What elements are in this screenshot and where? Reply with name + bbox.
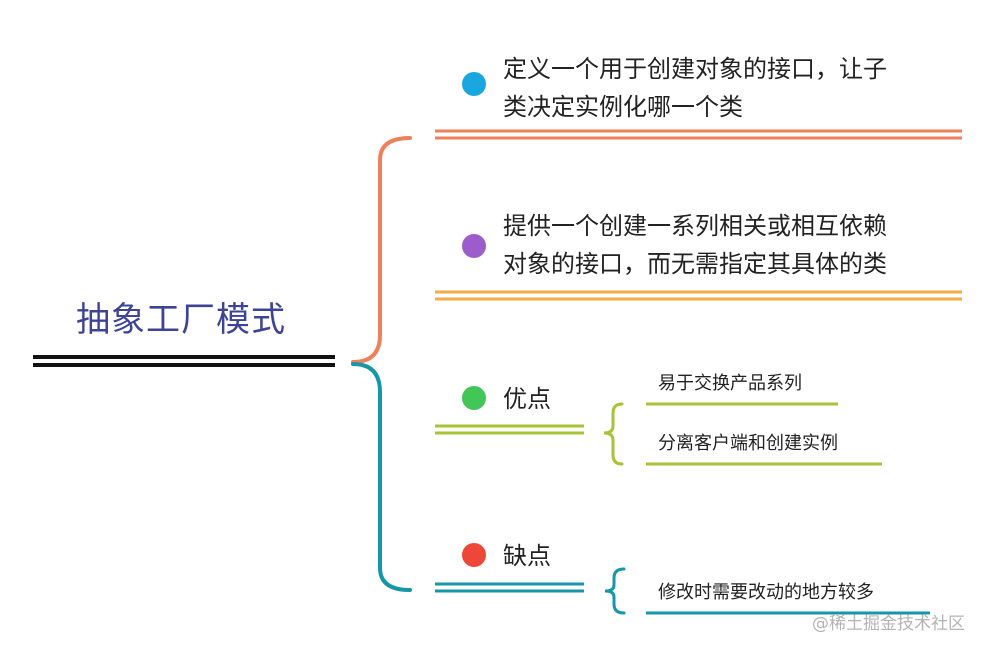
branch-1-line-2: 类决定实例化哪一个类 bbox=[503, 93, 743, 121]
branch-1-line-1: 定义一个用于创建对象的接口，让子 bbox=[503, 55, 887, 83]
branch-4-topic: 缺点 bbox=[503, 542, 551, 570]
connector-upper bbox=[351, 136, 412, 364]
branch-1-dot bbox=[462, 72, 486, 96]
branch-2-line-1: 提供一个创建一系列相关或相互依赖 bbox=[503, 212, 887, 240]
branch-3-child-2: 分离客户端和创建实例 bbox=[658, 433, 838, 454]
watermark: @稀土掘金技术社区 bbox=[812, 614, 965, 634]
branch-4-child-1: 修改时需要改动的地方较多 bbox=[658, 582, 874, 603]
branch-4-dot bbox=[462, 543, 486, 567]
branch-1-topic: 定义一个用于创建对象的接口，让子 类决定实例化哪一个类 bbox=[503, 50, 887, 126]
branch-3-child-1: 易于交换产品系列 bbox=[658, 373, 802, 394]
branch-2-dot bbox=[462, 234, 486, 258]
branch-3-brace bbox=[603, 402, 624, 466]
branch-4-brace bbox=[604, 567, 626, 615]
branch-2-line-2: 对象的接口，而无需指定其具体的类 bbox=[503, 250, 887, 278]
branch-3-topic: 优点 bbox=[503, 385, 551, 413]
root-topic: 抽象工厂模式 bbox=[76, 300, 286, 340]
connector-lower bbox=[351, 362, 412, 592]
branch-2-topic: 提供一个创建一系列相关或相互依赖 对象的接口，而无需指定其具体的类 bbox=[503, 207, 887, 283]
branch-3-dot bbox=[462, 386, 486, 410]
